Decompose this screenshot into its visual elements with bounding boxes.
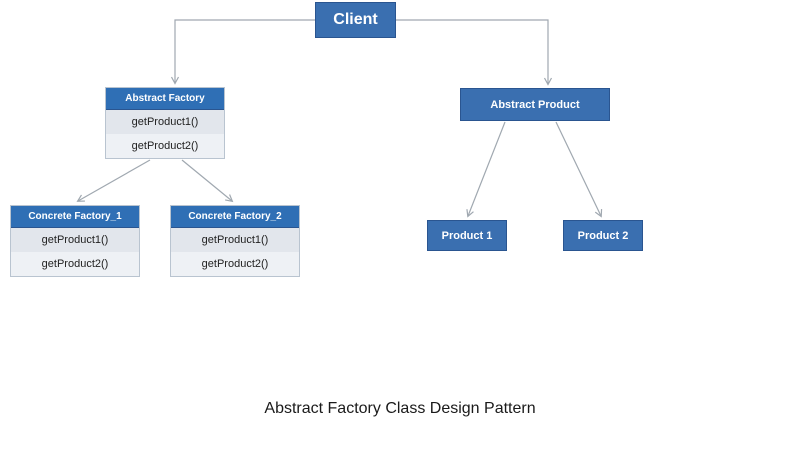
diagram-caption: Abstract Factory Class Design Pattern <box>264 400 536 417</box>
node-abstract-factory-method: getProduct2() <box>106 134 224 158</box>
node-concrete-factory-2-method: getProduct2() <box>171 252 299 276</box>
edge-abstract-product-product-1 <box>466 121 506 218</box>
node-abstract-product-label: Abstract Product <box>490 98 580 111</box>
node-concrete-factory-1[interactable]: Concrete Factory_1 getProduct1() getProd… <box>10 205 140 277</box>
node-abstract-product[interactable]: Abstract Product <box>460 88 610 121</box>
node-product-2[interactable]: Product 2 <box>563 220 643 251</box>
node-product-2-label: Product 2 <box>577 229 629 242</box>
node-concrete-factory-2[interactable]: Concrete Factory_2 getProduct1() getProd… <box>170 205 300 277</box>
node-client[interactable]: Client <box>315 2 396 38</box>
edge-abstract-factory-concrete-1 <box>76 159 151 202</box>
node-client-label: Client <box>333 11 378 28</box>
node-abstract-factory-title: Abstract Factory <box>106 88 224 110</box>
node-product-1-label: Product 1 <box>441 229 493 242</box>
node-abstract-factory[interactable]: Abstract Factory getProduct1() getProduc… <box>105 87 225 159</box>
node-concrete-factory-1-method: getProduct2() <box>11 252 139 276</box>
node-concrete-factory-1-title: Concrete Factory_1 <box>11 206 139 228</box>
node-concrete-factory-2-title: Concrete Factory_2 <box>171 206 299 228</box>
edge-abstract-product-product-2 <box>555 121 603 218</box>
edge-abstract-factory-concrete-2 <box>181 159 234 203</box>
edge-client-abstract-product <box>396 19 553 86</box>
node-concrete-factory-2-method: getProduct1() <box>171 228 299 252</box>
node-concrete-factory-1-method: getProduct1() <box>11 228 139 252</box>
node-abstract-factory-method: getProduct1() <box>106 110 224 134</box>
edge-client-abstract-factory <box>170 19 315 85</box>
node-product-1[interactable]: Product 1 <box>427 220 507 251</box>
